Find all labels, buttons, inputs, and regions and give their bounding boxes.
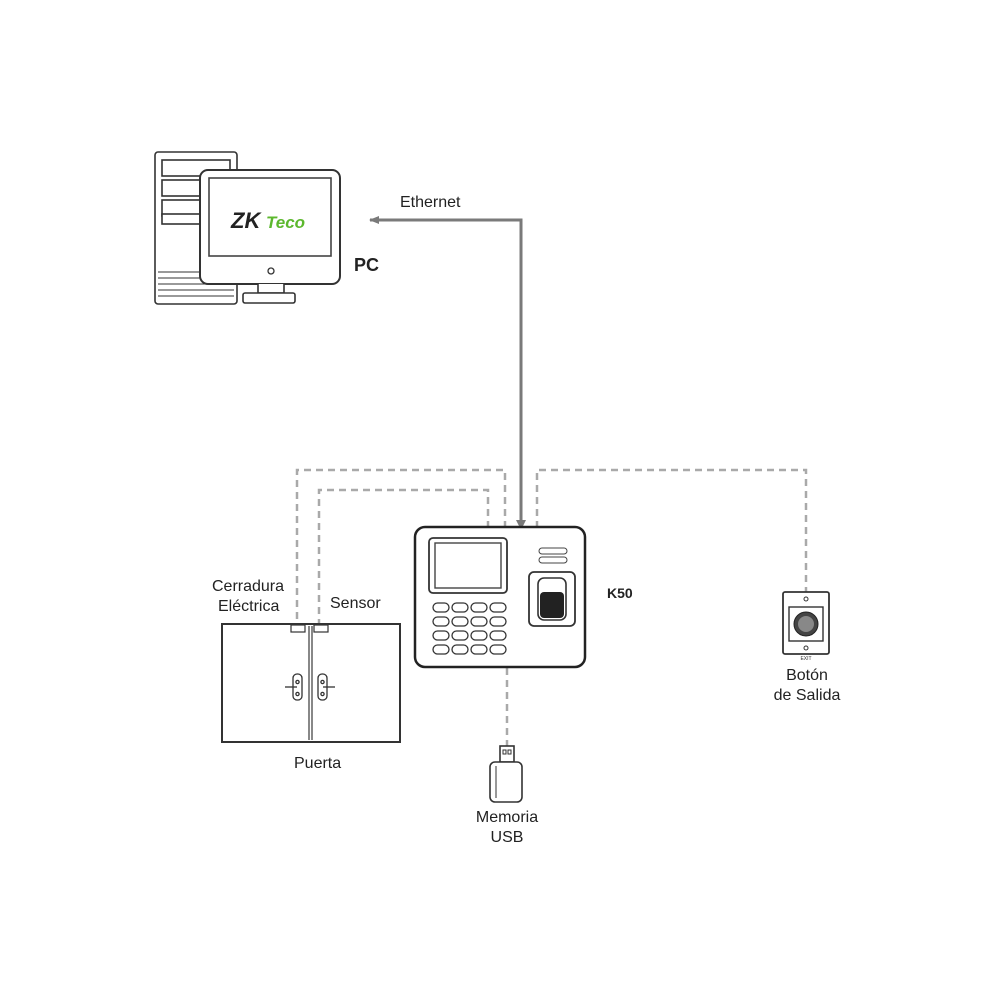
usb-label-line2: USB: [490, 829, 524, 846]
pc-monitor: [199, 169, 341, 304]
lock-wire: [295, 468, 507, 626]
electric-lock-label-line1: Cerradura: [212, 578, 285, 595]
door-icon: [221, 623, 401, 743]
electric-lock-plate: [290, 624, 306, 633]
electric-lock-label-line2: Eléctrica: [218, 598, 280, 615]
k50-device: [413, 525, 587, 669]
door-sensor-plate: [313, 624, 329, 633]
electric-lock-label: Cerradura Eléctrica: [212, 577, 284, 617]
usb-label-line1: Memoria: [475, 809, 539, 826]
ethernet-label: Ethernet: [400, 194, 461, 211]
sensor-wire: [317, 488, 490, 626]
door-label: Puerta: [294, 755, 342, 772]
svg-text:ZK: ZK: [230, 208, 262, 233]
status-leds: [538, 547, 568, 564]
pc-icon: ZK Teco: [154, 151, 341, 305]
pc-label: PC: [354, 255, 380, 275]
svg-text:Teco: Teco: [266, 213, 305, 232]
exit-button-icon: EXIT: [782, 591, 830, 662]
door-handle-left: [285, 673, 303, 701]
ethernet-cable: [369, 216, 526, 530]
sensor-label: Sensor: [330, 595, 381, 612]
svg-text:EXIT: EXIT: [800, 656, 811, 662]
exit-button-label: Botón de Salida: [762, 666, 852, 706]
k50-label: K50: [607, 585, 633, 601]
exit-button-label-line2: de Salida: [773, 687, 841, 704]
door-handle-right: [317, 673, 335, 701]
zkteco-logo: ZK Teco: [230, 208, 305, 233]
exit-button-wire: [535, 468, 808, 592]
keypad: [432, 602, 507, 655]
fingerprint-sensor-icon: [528, 571, 576, 627]
usb-stick-icon: [489, 745, 523, 803]
usb-label: Memoria USB: [465, 808, 549, 848]
exit-button-label-line1: Botón: [786, 667, 828, 684]
